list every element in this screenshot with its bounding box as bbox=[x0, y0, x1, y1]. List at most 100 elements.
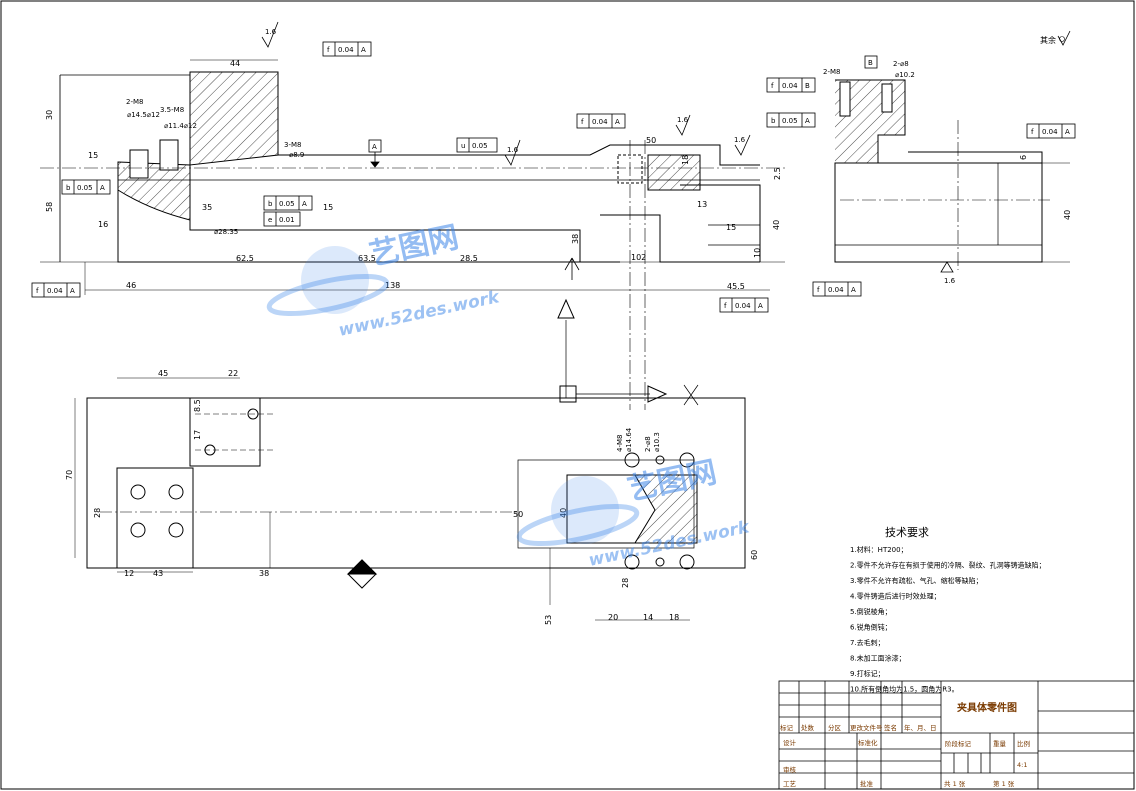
tol-frame-b-a-side: b 0.05 A bbox=[766, 112, 816, 128]
dim-45-5: 45.5 bbox=[727, 282, 745, 291]
svg-text:0.04: 0.04 bbox=[1042, 128, 1058, 136]
svg-text:0.04: 0.04 bbox=[782, 82, 798, 90]
svg-text:b: b bbox=[771, 117, 776, 125]
svg-text:0.04: 0.04 bbox=[592, 118, 608, 126]
svg-text:标准化: 标准化 bbox=[858, 738, 878, 747]
svg-text:A: A bbox=[615, 118, 620, 126]
svg-text:u: u bbox=[461, 142, 465, 150]
svg-text:45: 45 bbox=[158, 369, 168, 378]
hatched-section-lower bbox=[117, 161, 191, 221]
tol-frame-f-a-right: f 0.04 A bbox=[719, 297, 769, 313]
svg-text:14: 14 bbox=[643, 613, 653, 622]
svg-text:b: b bbox=[66, 184, 71, 192]
dim-40: 40 bbox=[772, 220, 781, 230]
svg-text:0.04: 0.04 bbox=[735, 302, 751, 310]
watermark-top: 艺图网 www.52des.work bbox=[266, 220, 503, 341]
dim-30: 30 bbox=[45, 110, 54, 120]
svg-text:8.5: 8.5 bbox=[193, 399, 202, 412]
svg-text:处数: 处数 bbox=[801, 723, 815, 732]
front-dimensions: 44 30 15 58 16 35 15 62.5 63.5 28.5 46 1… bbox=[45, 59, 782, 291]
svg-text:2-⌀8: 2-⌀8 bbox=[644, 436, 652, 452]
roughness-top: 1.6 bbox=[261, 21, 279, 48]
svg-text:A: A bbox=[70, 287, 75, 295]
svg-text:4-M8: 4-M8 bbox=[616, 435, 624, 452]
tech-req-item: 10.所有倒角均为1.5，圆角为R3。 bbox=[850, 685, 959, 694]
svg-text:e: e bbox=[268, 216, 272, 224]
svg-text:f: f bbox=[817, 286, 820, 294]
svg-text:2-⌀8: 2-⌀8 bbox=[893, 60, 909, 68]
svg-text:17: 17 bbox=[193, 430, 202, 440]
svg-text:审核: 审核 bbox=[783, 765, 797, 774]
tech-req-item: 5.倒锐棱角； bbox=[850, 607, 892, 616]
roughness-marks: 1.6 1.6 1.6 1.6 1.6 bbox=[261, 21, 956, 285]
svg-text:f: f bbox=[771, 82, 774, 90]
plan-dimensions: 45 22 8.5 17 28 12 43 70 38 53 20 14 18 … bbox=[65, 369, 759, 625]
tech-req-item: 1.材料：HT200； bbox=[850, 545, 908, 554]
tech-req-item: 8.未加工面涂漆； bbox=[850, 654, 906, 663]
svg-text:工艺: 工艺 bbox=[783, 780, 797, 788]
svg-text:签名: 签名 bbox=[884, 723, 897, 732]
tol-frame-e: e 0.01 bbox=[263, 211, 301, 227]
svg-text:A: A bbox=[851, 286, 856, 294]
dim-38: 38 bbox=[571, 234, 580, 244]
svg-text:A: A bbox=[361, 46, 366, 54]
svg-text:A: A bbox=[372, 143, 377, 151]
svg-text:B: B bbox=[805, 82, 810, 90]
tol-frame-f-a-side-bottom: f 0.04 A bbox=[812, 281, 862, 297]
svg-text:6: 6 bbox=[1019, 155, 1028, 160]
tol-frame-b-a-mid: b 0.05 A bbox=[263, 195, 313, 211]
front-section-view bbox=[40, 59, 785, 410]
svg-text:20: 20 bbox=[608, 613, 618, 622]
svg-text:43: 43 bbox=[153, 569, 163, 578]
front-callouts: 2-M8 ⌀14.5⌀12 3.5-M8 ⌀11.4⌀12 ⌀28.35 3-M… bbox=[126, 98, 304, 236]
svg-text:分区: 分区 bbox=[828, 723, 842, 732]
svg-text:共 1 张: 共 1 张 bbox=[944, 779, 966, 788]
tolerance-frames: f 0.04 A f 0.04 A u 0.05 b 0.05 A b bbox=[31, 41, 1076, 313]
dim-138: 138 bbox=[385, 281, 400, 290]
svg-text:f: f bbox=[327, 46, 330, 54]
svg-text:0.05: 0.05 bbox=[472, 142, 488, 150]
svg-text:f: f bbox=[724, 302, 727, 310]
tech-req-item: 9.打标记； bbox=[850, 669, 885, 678]
default-roughness-note: 其余 bbox=[1040, 30, 1071, 46]
dim-28-5: 28.5 bbox=[460, 254, 478, 263]
svg-text:批准: 批准 bbox=[860, 779, 874, 788]
callout-phi: ⌀28.35 bbox=[214, 228, 238, 236]
svg-text:2-M8: 2-M8 bbox=[823, 68, 840, 76]
svg-text:0.01: 0.01 bbox=[279, 216, 295, 224]
svg-text:0.04: 0.04 bbox=[828, 286, 844, 294]
plan-view bbox=[74, 257, 746, 621]
dim-2-5: 2.5 bbox=[773, 167, 782, 180]
tech-req-item: 2.零件不允许存在有损于使用的冷隔、裂纹、孔洞等铸造缺陷； bbox=[850, 561, 1046, 570]
tol-frame-f-b-side: f 0.04 B bbox=[766, 77, 816, 93]
callout-holes-1: 2-M8 bbox=[126, 98, 143, 106]
dim-35: 35 bbox=[202, 203, 212, 212]
svg-text:更改文件号: 更改文件号 bbox=[850, 723, 883, 732]
tol-frame-f-a-left: f 0.04 A bbox=[31, 282, 81, 298]
svg-text:50: 50 bbox=[513, 510, 523, 519]
roughness-right-1: 1.6 bbox=[675, 114, 691, 136]
svg-text:A: A bbox=[302, 200, 307, 208]
watermark-brand-top: 艺图网 bbox=[366, 220, 461, 273]
dim-15: 15 bbox=[88, 151, 98, 160]
svg-text:B: B bbox=[868, 59, 873, 67]
svg-text:18: 18 bbox=[669, 613, 679, 622]
tech-req-title: 技术要求 bbox=[885, 526, 929, 539]
svg-text:f: f bbox=[581, 118, 584, 126]
roughness-mid: 1.6 bbox=[504, 139, 521, 166]
svg-text:第 1 张: 第 1 张 bbox=[993, 779, 1015, 788]
svg-text:b: b bbox=[268, 200, 273, 208]
svg-text:70: 70 bbox=[65, 470, 74, 480]
side-view bbox=[834, 79, 1070, 270]
tech-req-item: 4.零件铸造后进行时效处理； bbox=[850, 592, 941, 601]
dim-50: 50 bbox=[646, 136, 656, 145]
svg-text:A: A bbox=[1065, 128, 1070, 136]
dim-15b: 15 bbox=[323, 203, 333, 212]
svg-text:0.04: 0.04 bbox=[338, 46, 354, 54]
tol-frame-b-a: b 0.05 A bbox=[61, 179, 111, 195]
tol-frame-u-a: u 0.05 bbox=[456, 137, 498, 153]
dim-15c: 15 bbox=[726, 223, 736, 232]
dim-62-5: 62.5 bbox=[236, 254, 254, 263]
